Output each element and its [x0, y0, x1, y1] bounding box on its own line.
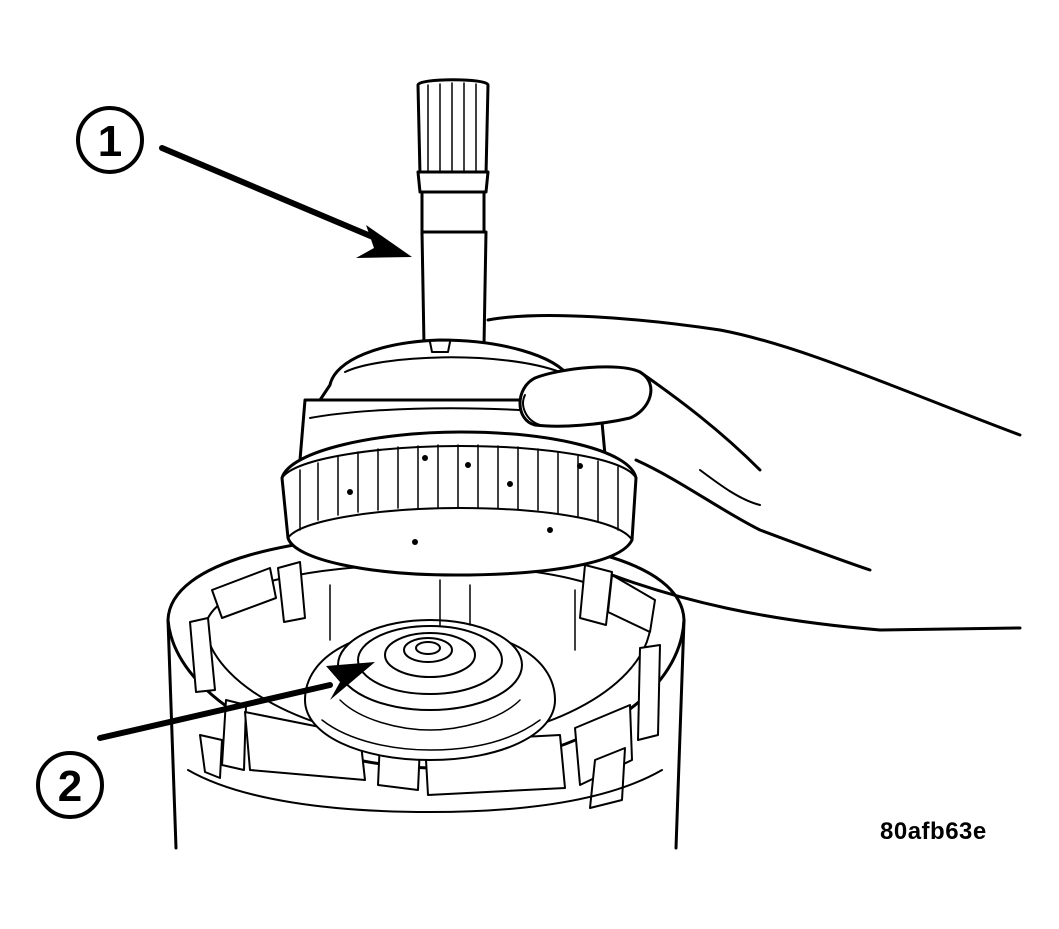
output-shaft [416, 78, 490, 347]
callout-2-label: 2 [58, 762, 82, 811]
figure-code: 80afb63e [880, 818, 987, 845]
callout-2-arrow [97, 662, 375, 741]
clutch-drum [280, 338, 638, 577]
callout-1-label: 1 [98, 117, 122, 166]
planetary-hub [304, 579, 576, 761]
callout-1-arrow [159, 145, 412, 258]
callout-2: 2 [36, 751, 104, 819]
callout-1: 1 [76, 106, 144, 174]
hand [486, 313, 1022, 632]
